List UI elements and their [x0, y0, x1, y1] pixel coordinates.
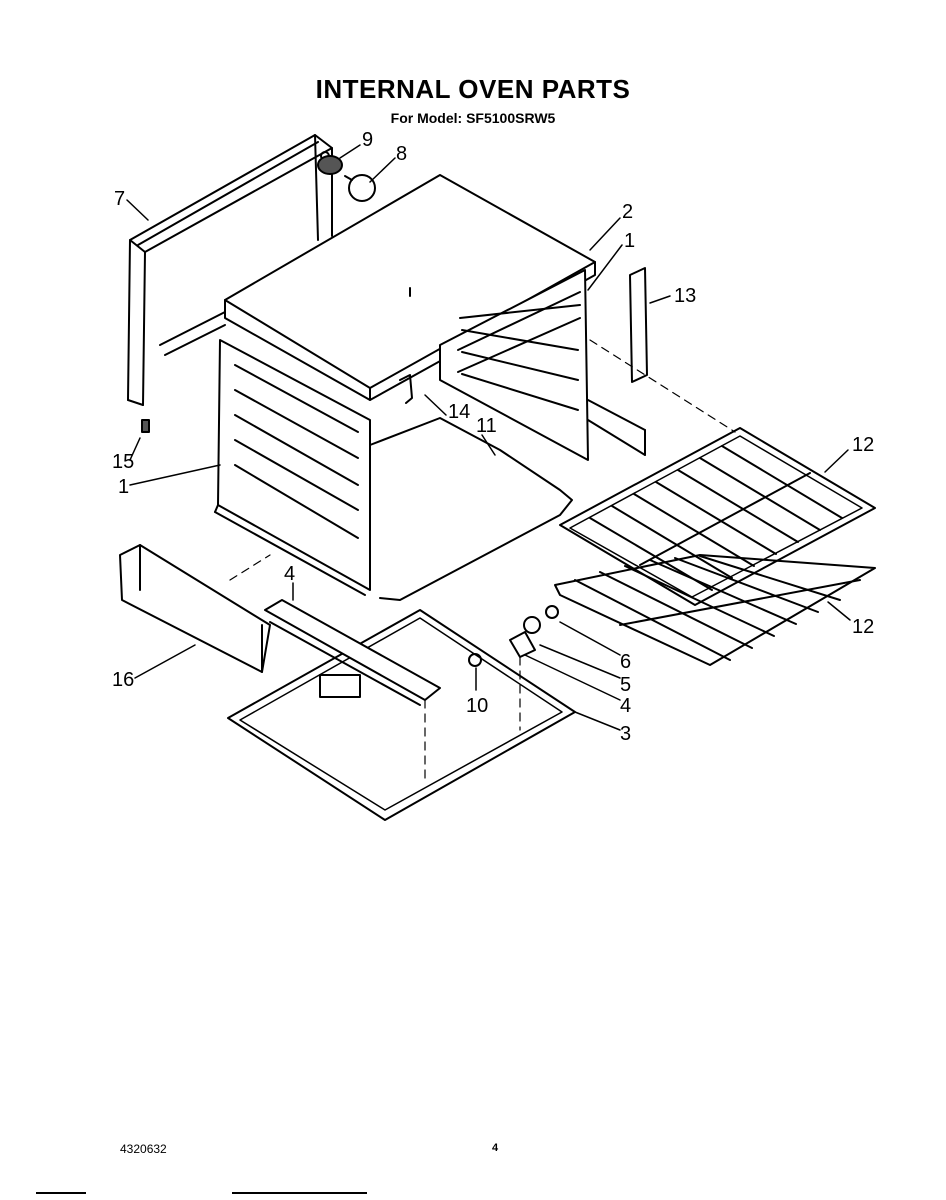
part-12-oven-rack-lower — [554, 554, 876, 666]
callout-9: 9 — [362, 129, 373, 151]
part-14-clip — [399, 374, 413, 404]
part-8-light-bulb — [344, 174, 376, 202]
page-title: INTERNAL OVEN PARTS — [315, 74, 631, 104]
part-15-screw — [141, 419, 150, 433]
part-13-strip — [629, 267, 648, 383]
callout-8: 8 — [396, 143, 407, 165]
callout-4-top: 4 — [284, 563, 295, 585]
model-number: SF5100SRW5 — [466, 110, 556, 126]
part-4-channel — [264, 599, 441, 706]
callout-13: 13 — [674, 285, 696, 307]
model-label: For Model: — [390, 110, 463, 126]
part-9-light-socket — [317, 155, 343, 175]
callout-7: 7 — [114, 188, 125, 210]
part-1-right-rack-support — [439, 269, 646, 461]
callout-15: 15 — [112, 451, 134, 473]
callout-12-bottom: 12 — [852, 616, 874, 638]
callout-2: 2 — [622, 201, 633, 223]
part-12-oven-rack-upper — [559, 427, 876, 606]
callout-12-top: 12 — [852, 434, 874, 456]
callout-16: 16 — [112, 669, 134, 691]
callout-10: 10 — [466, 695, 488, 717]
leader-lines — [126, 144, 851, 731]
part-5-bracket — [509, 631, 536, 658]
page-number: 4 — [492, 1142, 499, 1154]
bottom-rule-right — [232, 1192, 367, 1194]
callout-14: 14 — [448, 401, 470, 423]
callout-11: 11 — [476, 415, 497, 437]
part-11-oven-bottom — [369, 417, 573, 601]
part-16-kick-panel — [119, 544, 271, 673]
part-6-knob — [523, 605, 559, 634]
callout-4-right: 4 — [620, 695, 631, 717]
model-subtitle: For Model: SF5100SRW5 — [0, 110, 946, 126]
callout-1-top: 1 — [624, 230, 635, 252]
callout-3: 3 — [620, 723, 631, 745]
part-1-left-rack-support — [159, 311, 371, 596]
callout-5: 5 — [620, 674, 631, 696]
document-number: 4320632 — [120, 1142, 167, 1156]
callout-6: 6 — [620, 651, 631, 673]
part-10-nut — [468, 653, 482, 667]
bottom-rule-left — [36, 1192, 86, 1194]
callout-1-left: 1 — [118, 476, 129, 498]
